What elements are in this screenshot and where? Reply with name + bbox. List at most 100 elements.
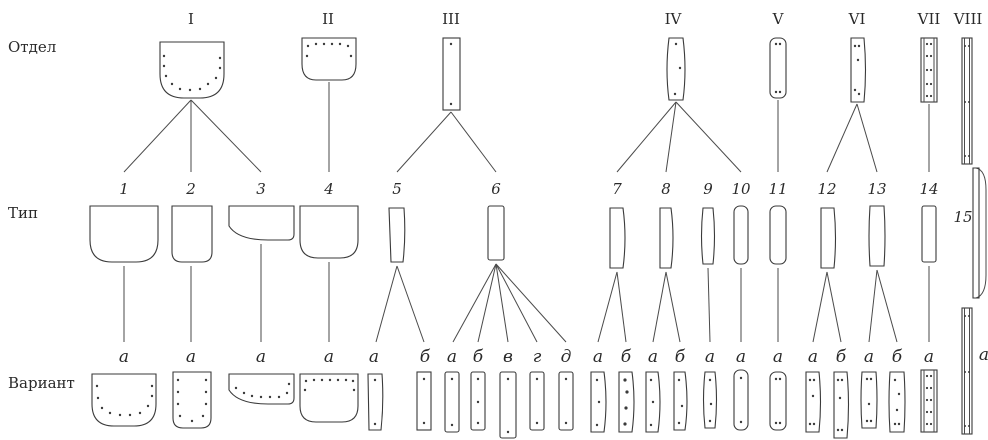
department-VI: VI xyxy=(848,10,866,28)
variant-letter-6v: в xyxy=(503,347,513,367)
variant-6b-shape xyxy=(470,371,486,431)
type-4-shape xyxy=(299,205,359,259)
row-label-variant: Вариант xyxy=(8,374,75,392)
department-V: V xyxy=(772,10,785,28)
variant-9a-shape xyxy=(702,371,718,429)
department-I-shape xyxy=(159,41,225,99)
row-label-otdel: Отдел xyxy=(8,38,56,56)
type-5-shape xyxy=(388,207,406,263)
department-shapes xyxy=(159,37,973,165)
type-8-shape xyxy=(659,207,674,269)
type-10-shape xyxy=(733,205,749,265)
type-number-5: 5 xyxy=(392,180,402,198)
variant-1a-shape xyxy=(91,373,157,427)
variant-letter-8a: а xyxy=(648,347,658,367)
type-numbers: 1 2 3 4 5 6 7 8 9 10 11 12 13 14 15 xyxy=(119,180,972,226)
variant-letter-4a: а xyxy=(324,347,334,367)
variant-letter-6d: д xyxy=(561,347,572,367)
type-number-11: 11 xyxy=(768,180,787,198)
department-VIII: VIII xyxy=(953,10,983,28)
variant-letter-13a: а xyxy=(864,347,874,367)
variant-5a-shape xyxy=(367,373,384,431)
variant-6a-shape xyxy=(444,371,460,433)
variant-letter-6a: а xyxy=(447,347,457,367)
department-headers: I II III IV V VI VII VIII xyxy=(188,10,982,28)
type-11-shape xyxy=(769,205,787,265)
variant-letter-6g: г xyxy=(533,347,542,367)
variant-3a-shape xyxy=(228,373,295,405)
variant-7a-shape xyxy=(590,371,607,433)
type-number-8: 8 xyxy=(661,180,671,198)
type-variant-connectors xyxy=(123,244,930,343)
department-II: II xyxy=(322,10,334,28)
type-number-6: 6 xyxy=(491,180,501,198)
type-7-shape xyxy=(609,207,626,269)
variant-letters: а а а а а б а б в г д а б а б а а а а б … xyxy=(119,345,988,367)
variant-letter-11a: а xyxy=(773,347,783,367)
department-VII-shape xyxy=(920,37,938,103)
department-I-holes xyxy=(162,54,222,92)
type-1-shape xyxy=(89,205,159,263)
type-13-shape xyxy=(868,205,886,267)
variant-letter-3a: а xyxy=(256,347,266,367)
variant-6v-shape xyxy=(499,371,517,439)
type-14-shape xyxy=(921,205,937,263)
variant-letter-6b: б xyxy=(473,347,484,367)
variant-8a-shape xyxy=(645,371,661,433)
type-shapes xyxy=(89,167,980,299)
type-2-shape xyxy=(171,205,213,263)
variant-letter-9a: а xyxy=(705,347,715,367)
type-number-1: 1 xyxy=(119,180,129,198)
department-VIII-shape xyxy=(961,37,973,165)
type-number-3: 3 xyxy=(256,180,266,198)
department-III: III xyxy=(442,10,460,28)
variant-letter-2a: а xyxy=(186,347,196,367)
type-number-4: 4 xyxy=(323,180,334,198)
variant-letter-7a: а xyxy=(593,347,603,367)
variant-6g-shape xyxy=(529,371,545,431)
variant-15a-shape xyxy=(961,307,973,435)
department-IV: IV xyxy=(665,10,683,28)
variant-letter-5a: а xyxy=(369,347,379,367)
variant-letter-12a: а xyxy=(808,347,818,367)
department-I: I xyxy=(188,10,194,28)
variant-2a-shape xyxy=(172,371,212,429)
department-type-connectors xyxy=(123,82,987,299)
row-label-tip: Тип xyxy=(8,204,38,222)
variant-letter-8b: б xyxy=(675,347,686,367)
department-VII: VII xyxy=(917,10,941,28)
variant-10a-shape xyxy=(733,369,749,431)
type-3-shape xyxy=(228,205,295,241)
type-number-12: 12 xyxy=(817,180,836,198)
type-15-shape xyxy=(972,167,980,299)
department-II-holes xyxy=(305,42,353,58)
variant-13a-shape xyxy=(860,371,878,429)
type-number-13: 13 xyxy=(867,180,886,198)
variant-5b-shape xyxy=(416,371,432,431)
variant-8b-shape xyxy=(673,371,688,431)
variant-12b-shape xyxy=(833,371,850,439)
department-VI-shape xyxy=(850,37,867,103)
department-V-shape xyxy=(769,37,787,99)
variant-11a-shape xyxy=(769,371,787,431)
variant-letter-15a: а xyxy=(979,345,988,365)
department-II-shape xyxy=(301,37,357,81)
variant-letter-12b: б xyxy=(836,347,847,367)
variant-6d-shape xyxy=(558,371,574,431)
department-IV-shape xyxy=(666,37,686,101)
department-III-shape xyxy=(442,37,461,111)
variant-letter-10a: а xyxy=(736,347,746,367)
type-9-shape xyxy=(700,207,716,265)
type-number-15: 15 xyxy=(953,208,972,226)
type-number-10: 10 xyxy=(731,180,751,198)
type-12-shape xyxy=(820,207,837,269)
variant-shapes xyxy=(91,307,973,439)
type-number-9: 9 xyxy=(703,180,713,198)
variant-12a-shape xyxy=(805,371,822,433)
type-6-shape xyxy=(487,205,505,261)
variant-4a-shape xyxy=(299,373,359,423)
variant-letter-5b: б xyxy=(420,347,431,367)
variant-letter-14a: а xyxy=(924,347,934,367)
variant-letter-13b: б xyxy=(892,347,903,367)
